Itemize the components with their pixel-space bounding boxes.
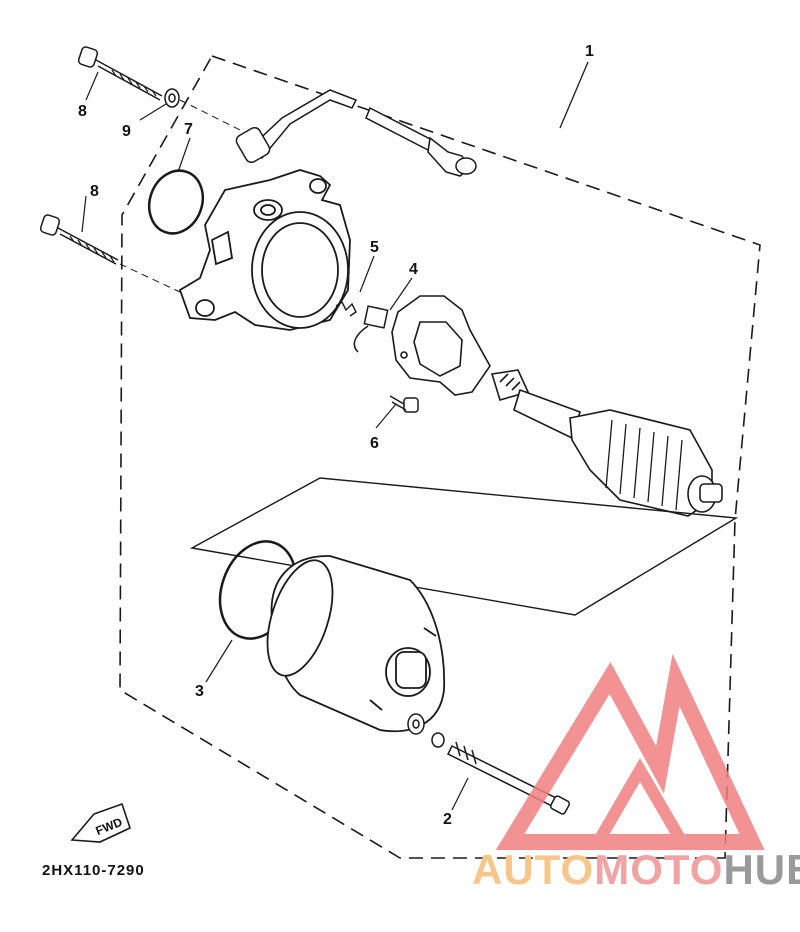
leader-5 <box>359 255 375 293</box>
o-ring-7 <box>147 169 205 235</box>
bolt-lower-axis-dash <box>119 263 181 293</box>
part-code: 2HX110-7290 <box>42 862 145 879</box>
leader-8-lower <box>81 195 87 233</box>
leader-3 <box>205 639 233 683</box>
brush-holder-plate <box>391 295 491 396</box>
callout-6: 6 <box>370 435 379 452</box>
leader-1 <box>559 61 589 129</box>
callout-4: 4 <box>409 261 418 278</box>
watermark-moto: MOTO <box>594 846 724 893</box>
callout-3: 3 <box>195 683 204 700</box>
screw-6 <box>389 395 419 413</box>
callout-1: 1 <box>585 43 594 60</box>
callout-7: 7 <box>184 121 193 138</box>
brush-4 <box>353 305 389 353</box>
washers-2 <box>407 713 445 748</box>
leader-6 <box>375 403 397 429</box>
callout-8-lower: 8 <box>90 183 99 200</box>
callout-9: 9 <box>122 123 131 140</box>
assembly-outline <box>119 55 761 859</box>
callout-8-upper: 8 <box>78 103 87 120</box>
watermark-auto: AUTO <box>472 846 595 893</box>
callout-5: 5 <box>370 239 379 256</box>
watermark-text: AUTOMOTOHUB <box>472 846 800 894</box>
leader-4 <box>389 277 413 311</box>
leader-8-upper <box>85 71 99 101</box>
bolt-8-upper <box>77 46 163 101</box>
yoke-plane <box>189 477 739 616</box>
breather-hose <box>235 89 477 177</box>
armature <box>490 369 723 517</box>
fwd-arrow <box>70 802 131 843</box>
callout-2: 2 <box>443 811 452 828</box>
watermark-logo <box>495 653 765 850</box>
leader-9 <box>139 103 167 121</box>
leader-2 <box>451 777 469 811</box>
bolt-8-lower <box>39 214 119 265</box>
leader-7 <box>177 137 191 173</box>
watermark-hub: HUB <box>723 846 800 893</box>
washer-9 <box>164 88 180 108</box>
spring-5 <box>335 300 357 317</box>
front-cover <box>178 169 351 331</box>
yoke-body <box>266 555 446 733</box>
